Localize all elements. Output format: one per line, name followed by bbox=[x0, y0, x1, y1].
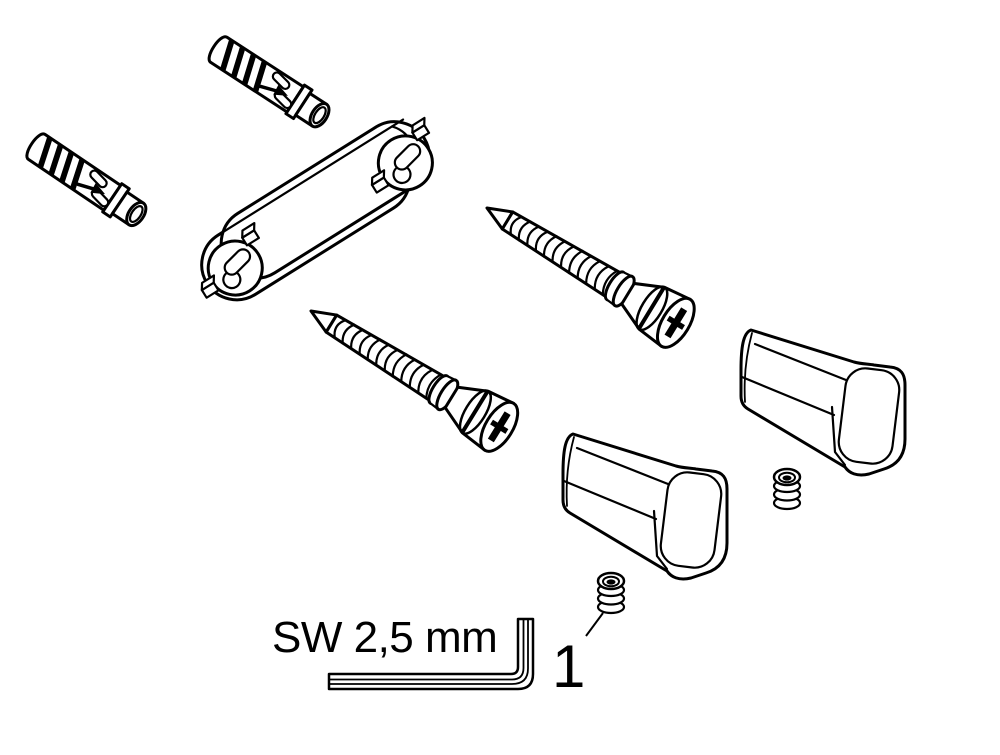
wall-anchor-top bbox=[202, 30, 337, 136]
set-screw-right bbox=[772, 467, 802, 511]
wrench-size-label: SW 2,5 mm bbox=[272, 613, 497, 662]
mounting-screw-left bbox=[297, 288, 526, 458]
keyhole-boss-right bbox=[370, 116, 434, 194]
keyhole-boss-left bbox=[200, 222, 264, 299]
callout-leader-line bbox=[585, 612, 604, 637]
wall-anchor-left bbox=[20, 127, 154, 235]
hex-key bbox=[327, 617, 535, 691]
hook-right bbox=[739, 328, 907, 477]
hook-left bbox=[561, 432, 729, 581]
callout-number: 1 bbox=[552, 633, 585, 700]
mounting-plate bbox=[200, 116, 434, 302]
mounting-screw-right bbox=[473, 185, 702, 354]
set-screw-left bbox=[596, 571, 626, 615]
